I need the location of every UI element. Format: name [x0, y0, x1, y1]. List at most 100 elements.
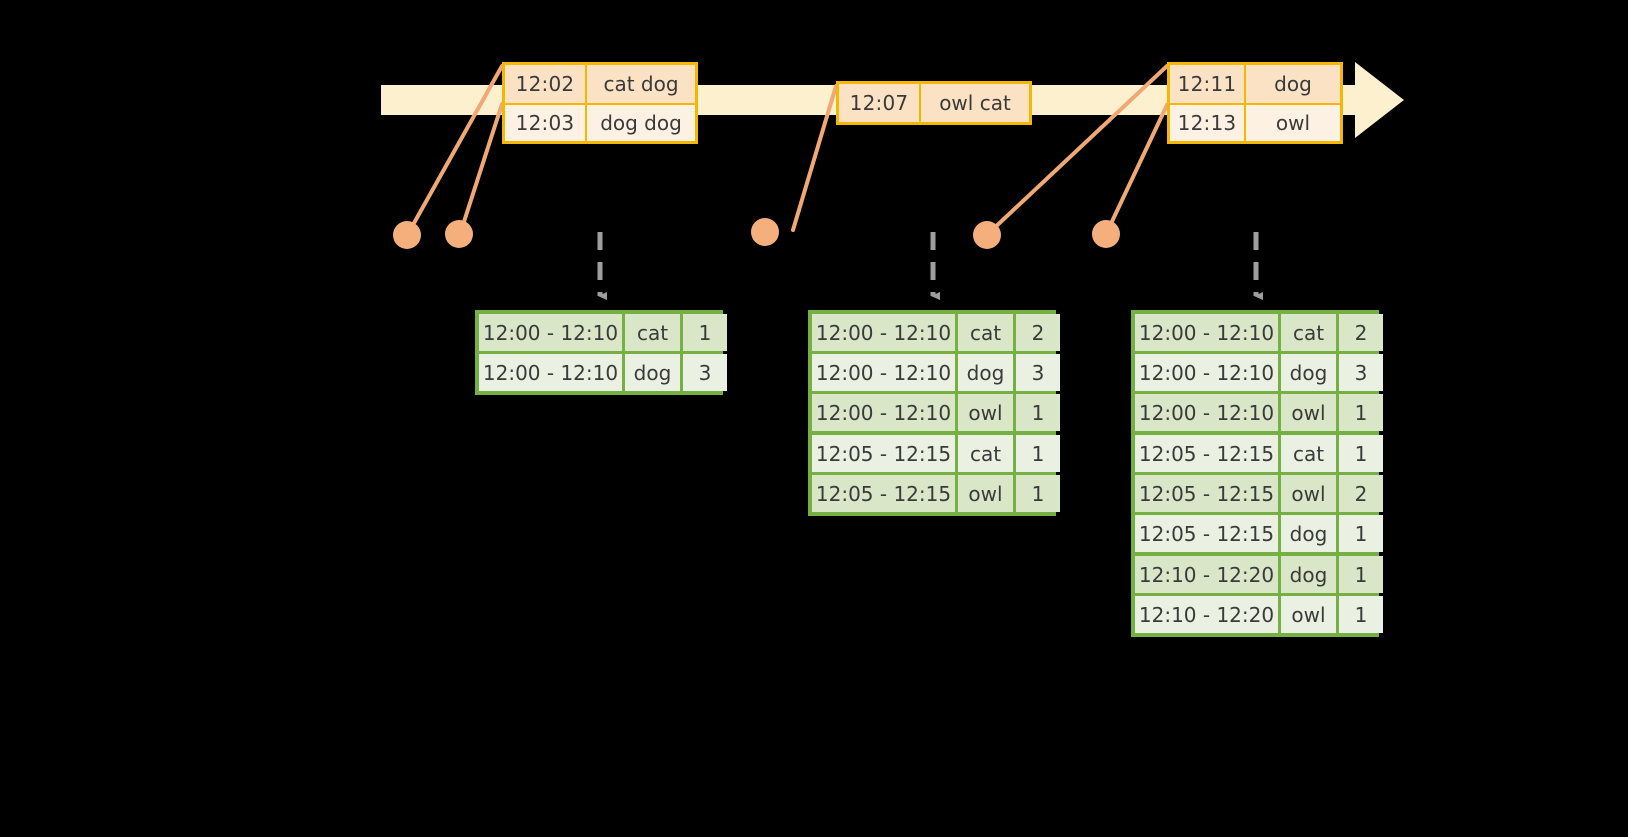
column-separator — [1336, 354, 1339, 391]
column-separator — [1278, 354, 1281, 391]
cell-count: 1 — [1339, 515, 1383, 552]
column-separator — [680, 314, 683, 351]
column-separator — [622, 314, 625, 351]
row-divider — [1135, 351, 1375, 354]
cell-word: cat — [1281, 435, 1336, 472]
trigger-arrows — [597, 232, 1263, 300]
column-separator — [955, 394, 958, 431]
column-separator — [1336, 394, 1339, 431]
event-dot-1202 — [393, 221, 421, 249]
row-divider — [479, 351, 719, 354]
cell-word: cat — [958, 314, 1013, 351]
column-separator — [1013, 354, 1016, 391]
column-separator — [680, 354, 683, 391]
cell-window: 12:05 - 12:15 — [812, 475, 955, 512]
column-separator — [622, 354, 625, 391]
cell-window: 12:00 - 12:10 — [1135, 354, 1278, 391]
column-separator — [1013, 314, 1016, 351]
cell-count: 1 — [683, 314, 727, 351]
column-separator — [1013, 435, 1016, 472]
window-group-divider — [812, 431, 1052, 435]
event-row[interactable]: 12:03 dog dog — [505, 103, 695, 141]
cell-count: 3 — [1339, 354, 1383, 391]
cell-word: dog — [1281, 515, 1336, 552]
cell-window: 12:05 - 12:15 — [1135, 435, 1278, 472]
row-divider — [1135, 391, 1375, 394]
cell-window: 12:00 - 12:10 — [479, 354, 622, 391]
event-group-2[interactable]: 12:07 owl cat — [836, 81, 1032, 125]
event-row[interactable]: 12:11 dog — [1170, 65, 1340, 103]
cell-word: cat — [625, 314, 680, 351]
cell-count: 2 — [1016, 314, 1060, 351]
window-group-divider — [1135, 431, 1375, 435]
cell-window: 12:10 - 12:20 — [1135, 596, 1278, 633]
cell-window: 12:00 - 12:10 — [1135, 314, 1278, 351]
cell-word: dog — [625, 354, 680, 391]
event-time: 12:03 — [505, 105, 587, 141]
event-row[interactable]: 12:13 owl — [1170, 103, 1340, 141]
column-separator — [1336, 475, 1339, 512]
row-divider — [812, 391, 1052, 394]
cell-count: 1 — [1339, 556, 1383, 593]
connector-1202 — [407, 64, 504, 234]
connector-1207 — [791, 84, 838, 232]
row-divider — [812, 472, 1052, 475]
cell-window: 12:00 - 12:10 — [812, 314, 955, 351]
event-dots — [393, 218, 1120, 249]
cell-count: 2 — [1339, 475, 1383, 512]
column-separator — [1336, 515, 1339, 552]
event-words: dog dog — [600, 111, 682, 135]
column-separator — [955, 475, 958, 512]
column-separator — [1336, 314, 1339, 351]
event-words: owl cat — [939, 91, 1011, 115]
cell-window: 12:05 - 12:15 — [812, 435, 955, 472]
column-separator — [1336, 435, 1339, 472]
cell-window: 12:05 - 12:15 — [1135, 515, 1278, 552]
cell-count: 1 — [1339, 435, 1383, 472]
event-row[interactable]: 12:02 cat dog — [505, 65, 695, 103]
event-words: cat dog — [603, 72, 679, 96]
event-group-1[interactable]: 12:02 cat dog 12:03 dog dog — [502, 62, 698, 144]
event-dot-1213 — [1092, 220, 1120, 248]
cell-word: dog — [1281, 556, 1336, 593]
event-dot-1211 — [973, 221, 1001, 249]
column-separator — [1013, 394, 1016, 431]
event-group-3[interactable]: 12:11 dog 12:13 owl — [1167, 62, 1343, 144]
event-dot-1207 — [751, 218, 779, 246]
column-separator — [1013, 475, 1016, 512]
cell-count: 1 — [1339, 394, 1383, 431]
cell-window: 12:00 - 12:10 — [812, 394, 955, 431]
connector-1203 — [459, 102, 504, 233]
column-separator — [1278, 515, 1281, 552]
event-time: 12:07 — [839, 84, 921, 122]
event-row[interactable]: 12:07 owl cat — [839, 84, 1029, 122]
cell-window: 12:10 - 12:20 — [1135, 556, 1278, 593]
cell-word: cat — [958, 435, 1013, 472]
cell-word: dog — [1281, 354, 1336, 391]
cell-count: 1 — [1016, 435, 1060, 472]
cell-count: 2 — [1339, 314, 1383, 351]
row-divider — [1135, 512, 1375, 515]
column-separator — [955, 435, 958, 472]
event-time: 12:11 — [1170, 65, 1246, 103]
event-time: 12:13 — [1170, 105, 1246, 141]
column-separator — [955, 314, 958, 351]
